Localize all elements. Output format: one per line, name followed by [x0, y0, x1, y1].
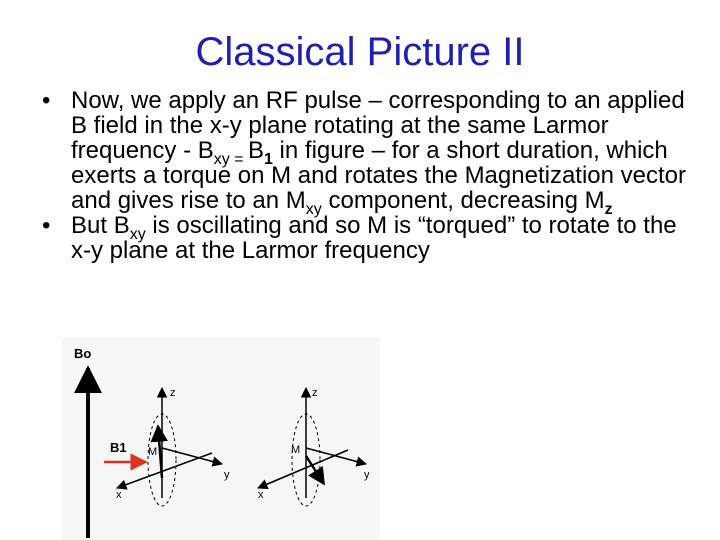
- z-label-1: z: [170, 387, 176, 399]
- x-axis-2: [257, 449, 349, 490]
- bullet-dot: •: [42, 87, 51, 114]
- bullet-item: • But Bxy is oscillating and so M is “tor…: [42, 213, 692, 263]
- m-label-1: M: [148, 446, 157, 458]
- frame-2-axes: z x y M: [257, 386, 370, 507]
- figure-background: [62, 338, 380, 540]
- m-vector-2: [304, 455, 326, 486]
- m-label-2: M: [291, 444, 300, 456]
- rotating-frame-figure: Bo B1 z x y M z x y M: [62, 338, 380, 540]
- subscript: z: [604, 201, 613, 218]
- x-axis-1: [116, 452, 213, 490]
- b0-label: Bo: [74, 346, 91, 361]
- y-label-2: y: [364, 469, 370, 481]
- frame-1-axes: z x y M: [116, 386, 230, 507]
- text-run: in figure – for a short duration, which …: [71, 137, 687, 214]
- subscript: xy: [305, 201, 322, 218]
- slide-title: Classical Picture II: [195, 30, 525, 74]
- text-run: But B: [71, 212, 130, 239]
- z-label-2: z: [312, 387, 318, 399]
- subscript: 1: [263, 151, 273, 168]
- bullet-list: • Now, we apply an RF pulse – correspondi…: [42, 88, 692, 263]
- bullet-item: • Now, we apply an RF pulse – correspondi…: [42, 87, 692, 218]
- text-run: B: [247, 137, 264, 164]
- y-axis-1: [161, 447, 224, 467]
- precession-ellipse-2: [291, 413, 321, 507]
- y-label-1: y: [224, 469, 230, 481]
- text-run: Now, we apply an RF pulse – correspondin…: [71, 87, 685, 164]
- x-label-1: x: [116, 489, 122, 501]
- x-label-2: x: [258, 489, 264, 501]
- m-vector-1: [150, 424, 168, 479]
- subscript: =: [229, 151, 248, 168]
- text-run: is oscillating and so M is “torqued” to …: [71, 212, 677, 264]
- precession-ellipse-1: [147, 413, 177, 507]
- b1-label: B1: [110, 440, 127, 455]
- bullet-2-text: But Bxy is oscillating and so M is “torq…: [71, 212, 677, 264]
- text-run: component, decreasing M: [321, 187, 605, 214]
- bullet-dot: •: [42, 212, 51, 239]
- bullet-1-text: Now, we apply an RF pulse – correspondin…: [71, 87, 687, 218]
- y-axis-2: [305, 447, 368, 467]
